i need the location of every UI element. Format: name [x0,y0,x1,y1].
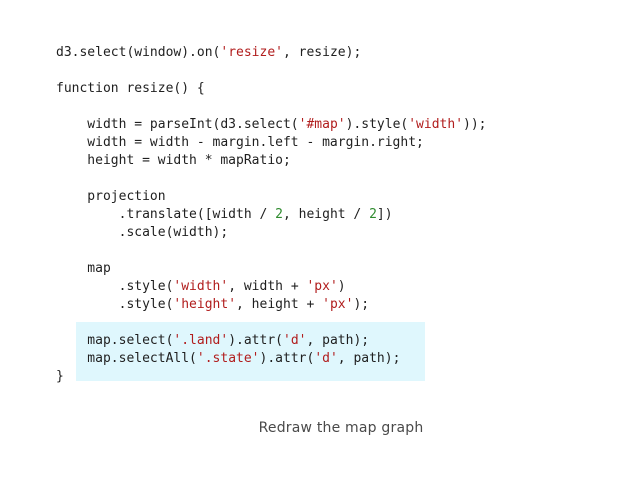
code-line: map [56,260,487,278]
code-block: d3.select(window).on('resize', resize);​… [56,44,487,386]
code-line: ​ [56,242,487,260]
slide-caption: Redraw the map graph [0,420,638,436]
code-token-plain: } [56,369,64,384]
code-token-plain: d3.select(window).on( [56,45,221,60]
code-token-str: '.land' [173,333,229,348]
code-token-plain: function [56,81,127,96]
code-token-plain: ]) [376,207,393,222]
code-token-str: 'px' [306,279,338,294]
code-token-plain: .translate([width / [56,207,276,222]
code-token-plain: width = parseInt(d3.select( [56,117,299,132]
code-line: function resize() { [56,80,487,98]
code-line: .style('width', width + 'px') [56,278,487,296]
code-line: ​ [56,62,487,80]
code-token-plain: .style( [56,279,174,294]
code-token-plain: ); [353,297,370,312]
code-highlight-box [76,322,425,381]
code-line: .translate([width / 2, height / 2]) [56,206,487,224]
code-token-str: 'px' [322,297,354,312]
code-token-plain: map.selectAll( [56,351,197,366]
code-token-plain: projection [56,189,166,204]
code-token-plain: map.select( [56,333,174,348]
caption-text: Redraw the map graph [258,420,424,436]
code-token-plain: , width + [228,279,307,294]
code-line: width = width - margin.left - margin.rig… [56,134,487,152]
code-token-plain: .scale(width); [56,225,229,240]
code-token-plain: ).attr( [259,351,315,366]
code-line: projection [56,188,487,206]
code-line: d3.select(window).on('resize', resize); [56,44,487,62]
code-token-str: '.state' [196,351,260,366]
code-token-num: 2 [275,207,283,222]
code-token-plain: width = width - margin.left - margin.rig… [56,135,424,150]
code-token-plain: , path); [306,333,370,348]
code-token-str: 'height' [173,297,237,312]
code-line: map.selectAll('.state').attr('d', path); [56,350,487,368]
code-line: ​ [56,314,487,332]
code-token-str: 'd' [314,351,338,366]
code-token-plain: .style( [56,297,174,312]
code-line: .scale(width); [56,224,487,242]
code-line: map.select('.land').attr('d', path); [56,332,487,350]
code-token-str: 'width' [408,117,464,132]
code-token-str: 'width' [173,279,229,294]
code-token-fn: resize [126,81,174,96]
code-token-plain: ).attr( [228,333,283,348]
code-token-plain: () { [173,81,205,96]
code-token-str: '#map' [298,117,346,132]
code-token-str: 'resize' [220,45,283,60]
code-token-str: 'd' [283,333,307,348]
code-token-plain: ).style( [345,117,409,132]
code-token-num: 2 [369,207,377,222]
code-token-plain: , resize); [283,45,362,60]
code-token-plain: map [56,261,111,276]
code-token-plain: height = width * mapRatio; [56,153,291,168]
code-token-plain: ) [337,279,346,294]
code-line: } [56,368,487,386]
code-line: .style('height', height + 'px'); [56,296,487,314]
code-line: ​ [56,170,487,188]
code-token-plain: , height + [236,297,323,312]
code-line: ​ [56,98,487,116]
code-token-plain: , height / [282,207,370,222]
code-token-plain: , path); [337,351,401,366]
code-line: height = width * mapRatio; [56,152,487,170]
code-line: width = parseInt(d3.select('#map').style… [56,116,487,134]
code-token-plain: )); [463,117,487,132]
